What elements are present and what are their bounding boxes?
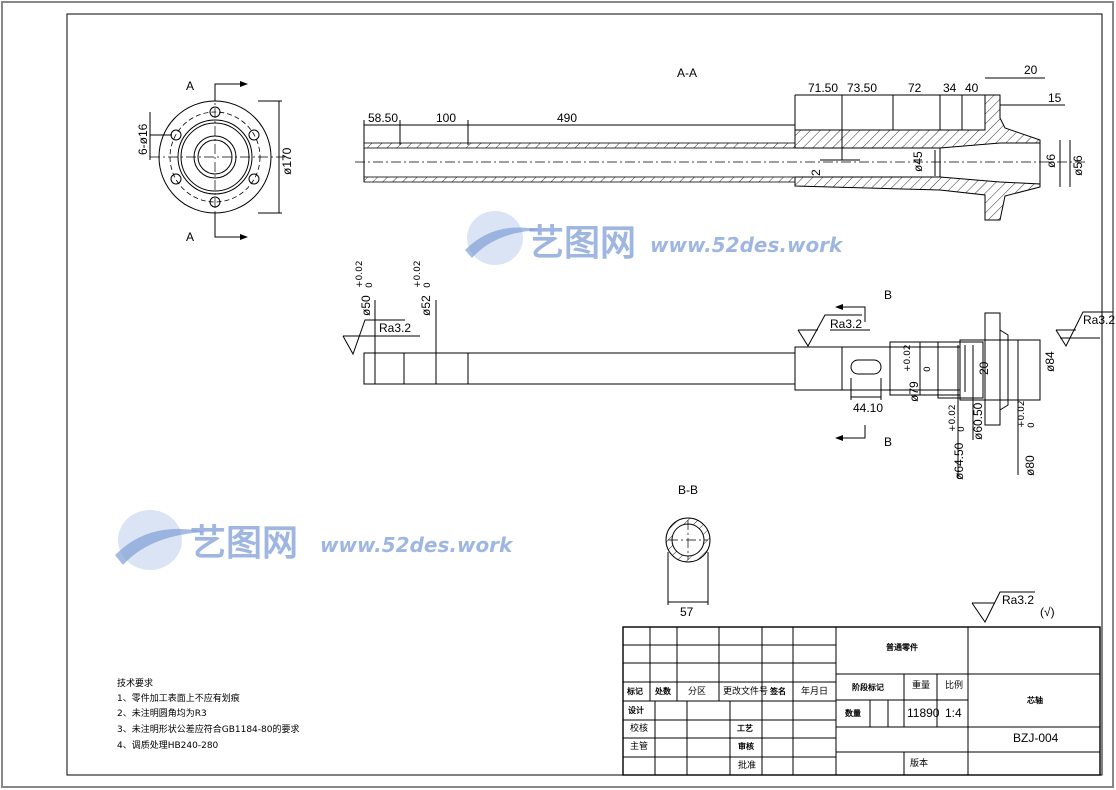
dim-dia-64-tol-low: 0 — [957, 426, 967, 432]
section-aa-view: A-A 58.50 100 490 71.50 73.50 72 34 40 2… — [355, 63, 1085, 221]
tb-header-mark: 标记 — [626, 686, 643, 696]
dim-20: 20 — [1024, 63, 1038, 77]
tech-req-item: 2、未注明圆角均为R3 — [117, 707, 207, 719]
front-view: ø50 +0.02 0 ø52 +0.02 0 Ra3.2 Ra3.2 Ra3.… — [342, 260, 1115, 480]
general-roughness: Ra3.2 (√) — [971, 591, 1055, 623]
dim-dia-50: ø50 — [359, 295, 373, 316]
section-bb-title: B-B — [678, 483, 698, 497]
tech-req-item: 3、未注明形状公差应符合GB1184-80的要求 — [117, 723, 299, 735]
dim-bore-45: ø45 — [911, 151, 925, 172]
dim-2: 2 — [809, 169, 823, 176]
tb-supervisor: 主管 — [630, 740, 648, 752]
dim-taper-6: ø6 — [1044, 154, 1058, 168]
tech-req-title: 技术要求 — [117, 677, 153, 689]
dim-57: 57 — [680, 605, 694, 619]
tb-quantity: 数量 — [845, 708, 861, 718]
tb-stage-mark: 阶段标记 — [852, 682, 884, 692]
tb-header-count: 处数 — [654, 686, 672, 696]
dim-dia-50-tol-up: +0.02 — [355, 260, 365, 288]
section-label-b-top: B — [884, 288, 892, 302]
tb-weight-label: 重量 — [912, 679, 930, 691]
dim-15: 15 — [1048, 91, 1062, 105]
drawing-frame — [66, 13, 1103, 776]
dim-490: 490 — [557, 111, 577, 125]
watermark-url: www.52des.work — [650, 233, 844, 257]
roughness-left: Ra3.2 — [379, 321, 411, 335]
flange-dia-dim: ø170 — [280, 147, 294, 175]
dim-dia-80-tol-up: +0.02 — [1017, 400, 1027, 428]
end-view: A A 6-ø16 ø170 — [136, 79, 294, 244]
tb-header-sign: 签名 — [769, 686, 786, 696]
dim-dia-52-tol-up: +0.02 — [413, 260, 423, 288]
dim-100: 100 — [436, 111, 456, 125]
dim-71-50: 71.50 — [808, 81, 838, 95]
tb-process: 工艺 — [737, 723, 753, 733]
section-label-b-bottom: B — [884, 435, 892, 449]
dim-73-50: 73.50 — [847, 81, 877, 95]
tb-header-zone: 分区 — [688, 686, 706, 697]
tb-approve: 批准 — [738, 759, 756, 771]
tb-header-date: 年月日 — [801, 685, 828, 697]
tech-req-item: 4、调质处理HB240-280 — [117, 739, 219, 751]
tb-part-name: 芯轴 — [1027, 695, 1043, 705]
dim-dia-64-50: ø64.50 — [952, 442, 966, 480]
watermark-2: 艺图网 www.52des.work — [115, 510, 514, 570]
tb-drawing-no: BZJ-004 — [1013, 731, 1059, 745]
dim-end-bore-56: ø56 — [1071, 155, 1085, 176]
flange — [984, 312, 1001, 426]
general-roughness-suffix: (√) — [1040, 605, 1055, 619]
dim-dia-64-tol-up: +0.02 — [948, 404, 958, 432]
tb-version: 版本 — [910, 757, 928, 769]
tb-category: 普通零件 — [886, 642, 918, 652]
title-block: 标记 处数 分区 更改文件号 签名 年月日 设计 校核 主管 工艺 审核 批准 … — [622, 626, 1101, 776]
keyway-slot — [850, 359, 882, 375]
watermark-logo: 艺图网 — [190, 523, 298, 564]
roughness-mid: Ra3.2 — [830, 317, 862, 331]
holes-dim: 6-ø16 — [136, 123, 150, 155]
roughness-right: Ra3.2 — [1083, 313, 1115, 327]
dim-72: 72 — [908, 81, 922, 95]
tb-header-change-no: 更改文件号 — [723, 685, 768, 697]
dim-34: 34 — [943, 81, 957, 95]
dim-width-20: 20 — [977, 361, 991, 375]
dim-dia-60-50: ø60.50 — [971, 402, 985, 440]
tb-review: 审核 — [738, 741, 754, 751]
tb-scale-value: 1:4 — [945, 706, 962, 720]
dim-dia-52-tol-low: 0 — [423, 282, 433, 288]
dim-58-50: 58.50 — [368, 111, 398, 125]
tb-check: 校核 — [630, 722, 648, 734]
section-label-a-top: A — [186, 79, 194, 93]
dim-slot-44-10: 44.10 — [853, 401, 883, 415]
section-bb-view: B-B 57 — [665, 483, 711, 619]
tb-weight-value: 11890 — [907, 706, 940, 720]
tech-req-item: 1、零件加工表面上不应有划痕 — [117, 692, 240, 704]
dim-dia-50-tol-low: 0 — [365, 282, 375, 288]
dim-dia-79-tol-low: 0 — [923, 366, 933, 372]
dim-dia-80-tol-low: 0 — [1027, 422, 1037, 428]
dim-dia-84: ø84 — [1043, 351, 1057, 372]
watermark-logo: 艺图网 — [528, 223, 636, 264]
dim-dia-79: ø79 — [907, 381, 921, 402]
watermark-url: www.52des.work — [320, 533, 514, 557]
dim-dia-79-tol-up: +0.02 — [903, 344, 913, 372]
technical-requirements: 技术要求 1、零件加工表面上不应有划痕 2、未注明圆角均为R3 3、未注明形状公… — [117, 677, 299, 751]
dim-dia-80: ø80 — [1023, 455, 1037, 476]
tb-scale-label: 比例 — [945, 679, 963, 691]
section-aa-title: A-A — [677, 66, 697, 80]
dim-dia-52: ø52 — [419, 295, 433, 316]
general-roughness-value: Ra3.2 — [1002, 593, 1034, 607]
section-label-a-bottom: A — [186, 230, 194, 244]
watermark-1: 艺图网 www.52des.work — [465, 211, 844, 265]
tb-design: 设计 — [628, 705, 644, 715]
dim-40: 40 — [965, 81, 979, 95]
